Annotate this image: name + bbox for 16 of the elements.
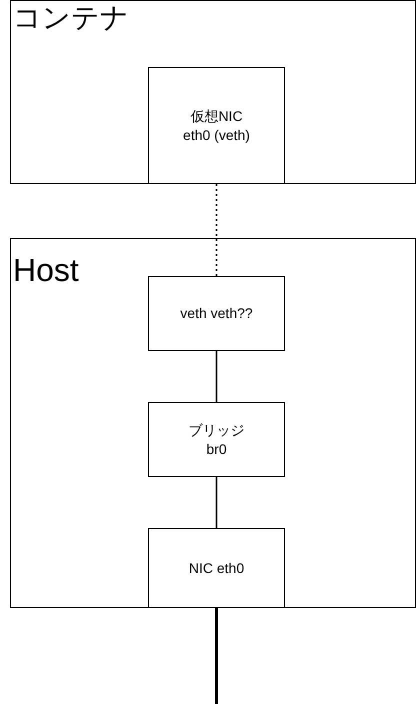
- interface-box: [148, 402, 285, 477]
- group-frame: [10, 238, 416, 608]
- interface-label: 仮想NIC eth0 (veth): [182, 106, 251, 144]
- interface-box: [148, 528, 285, 608]
- group-title: Host: [13, 253, 79, 288]
- interface-label: ブリッジ br0: [188, 420, 246, 458]
- interface-label: veth veth??: [179, 304, 254, 323]
- dotted-link: [216, 184, 218, 276]
- interface-box: [148, 276, 285, 351]
- group-frame: [10, 0, 416, 184]
- uplink-cable: [215, 608, 218, 704]
- group-title: コンテナ: [13, 3, 129, 34]
- link-line: [216, 351, 218, 402]
- interface-label: NIC eth0: [188, 558, 246, 578]
- interface-box: [148, 67, 285, 184]
- link-line: [216, 477, 218, 528]
